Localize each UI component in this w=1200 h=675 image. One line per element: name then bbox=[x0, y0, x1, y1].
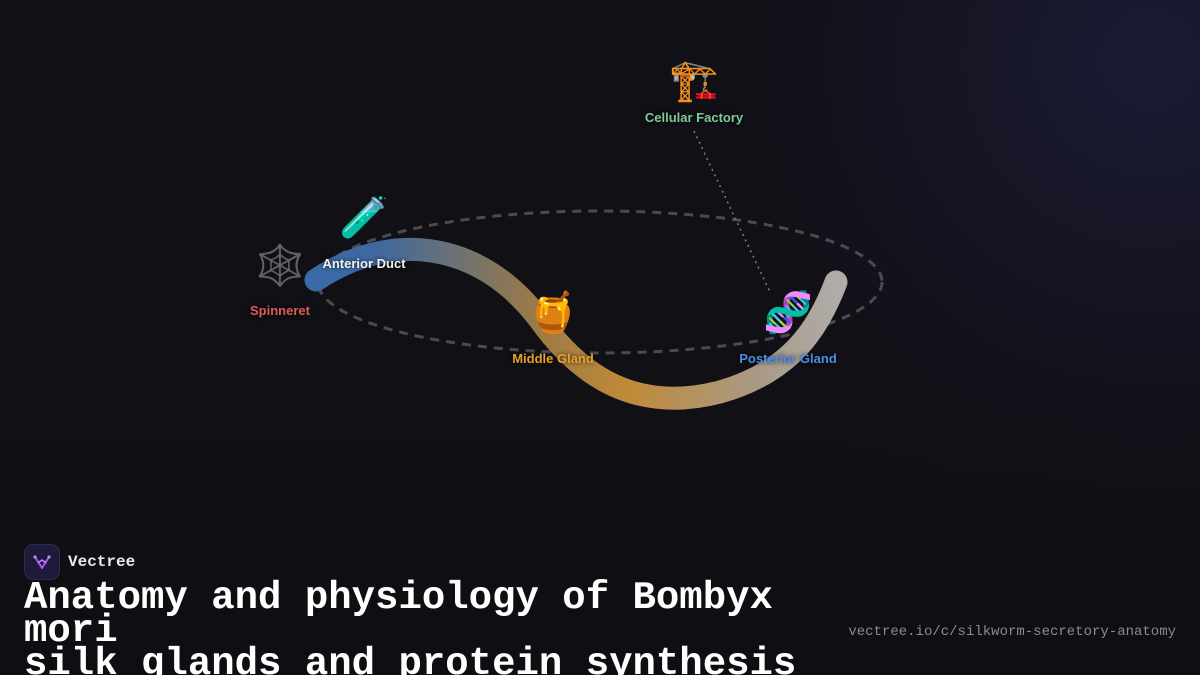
title-line-1: Anatomy and physiology of Bombyx mori bbox=[24, 576, 773, 653]
page-title: Anatomy and physiology of Bombyx mori si… bbox=[24, 579, 844, 675]
spinneret-label: Spinneret bbox=[250, 303, 310, 318]
anterior-duct-label: Anterior Duct bbox=[322, 256, 406, 271]
orbit-ring bbox=[316, 209, 884, 355]
cellular-factory-connector bbox=[693, 130, 771, 293]
spider-web-icon: 🕸️ bbox=[255, 243, 305, 289]
test-tube-icon: 🧪 bbox=[339, 195, 389, 241]
honey-pot-icon: 🍯 bbox=[528, 290, 578, 336]
brand-name: Vectree bbox=[68, 553, 136, 571]
middle-gland-label: Middle Gland bbox=[512, 351, 594, 366]
construction-crane-icon: 🏗️ bbox=[669, 58, 719, 104]
vectree-logo-icon bbox=[24, 544, 60, 580]
silk-gland-body bbox=[304, 237, 848, 410]
source-url[interactable]: vectree.io/c/silkworm-secretory-anatomy bbox=[848, 624, 1176, 640]
title-line-2: silk glands and protein synthesis bbox=[24, 642, 797, 675]
posterior-gland-label: Posterior Gland bbox=[739, 351, 837, 366]
dna-icon: 🧬 bbox=[763, 290, 813, 336]
brand[interactable]: Vectree bbox=[24, 544, 135, 580]
cellular-factory-label: Cellular Factory bbox=[644, 110, 744, 125]
